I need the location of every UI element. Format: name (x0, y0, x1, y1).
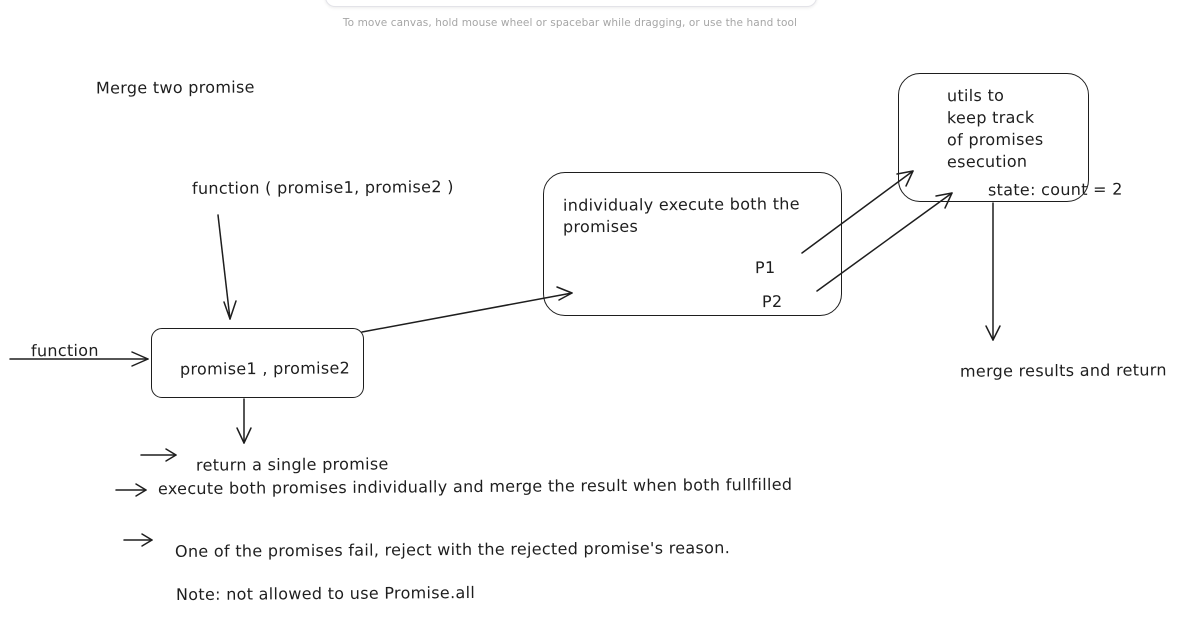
bullet-arrow-1 (140, 448, 177, 462)
arrow-params-to-return[interactable] (236, 398, 252, 444)
arrow-p1-to-utils[interactable] (801, 170, 914, 254)
params-box[interactable] (151, 328, 364, 398)
execute-box[interactable] (543, 172, 842, 316)
p2-label: P2 (761, 291, 783, 312)
state-label: state: count = 2 (987, 179, 1123, 200)
arrow-input-to-params[interactable] (9, 351, 149, 367)
utils-text-line2: keep track (946, 107, 1035, 128)
params-label: promise1 , promise2 (179, 358, 351, 379)
utils-box[interactable] (898, 73, 1089, 202)
note-return: return a single promise (195, 454, 389, 475)
bullet-arrow-2 (115, 483, 147, 497)
input-label: function (30, 340, 99, 361)
p1-label: P1 (754, 257, 776, 278)
bullet-arrow-3 (123, 533, 153, 547)
diagram-title: Merge two promise (95, 77, 255, 98)
utils-text-line3: of promises (946, 129, 1044, 150)
execute-text-line1: individualy execute both the (562, 194, 800, 215)
function-signature: function ( promise1, promise2 ) (191, 177, 454, 198)
note-constraint: Note: not allowed to use Promise.all (175, 582, 476, 605)
utils-text-line1: utils to (946, 85, 1005, 106)
execute-text-line2: promises (562, 216, 639, 237)
arrow-p2-to-utils[interactable] (816, 192, 953, 292)
arrow-utils-to-merge[interactable] (985, 202, 1001, 341)
utils-text-line4: esecution (946, 151, 1028, 172)
canvas-hint: To move canvas, hold mouse wheel or spac… (342, 17, 798, 29)
merge-label: merge results and return (959, 360, 1167, 381)
arrow-signature-to-params[interactable] (217, 214, 237, 320)
arrow-params-to-execute[interactable] (361, 286, 573, 333)
note-reject: One of the promises fail, reject with th… (174, 538, 731, 561)
